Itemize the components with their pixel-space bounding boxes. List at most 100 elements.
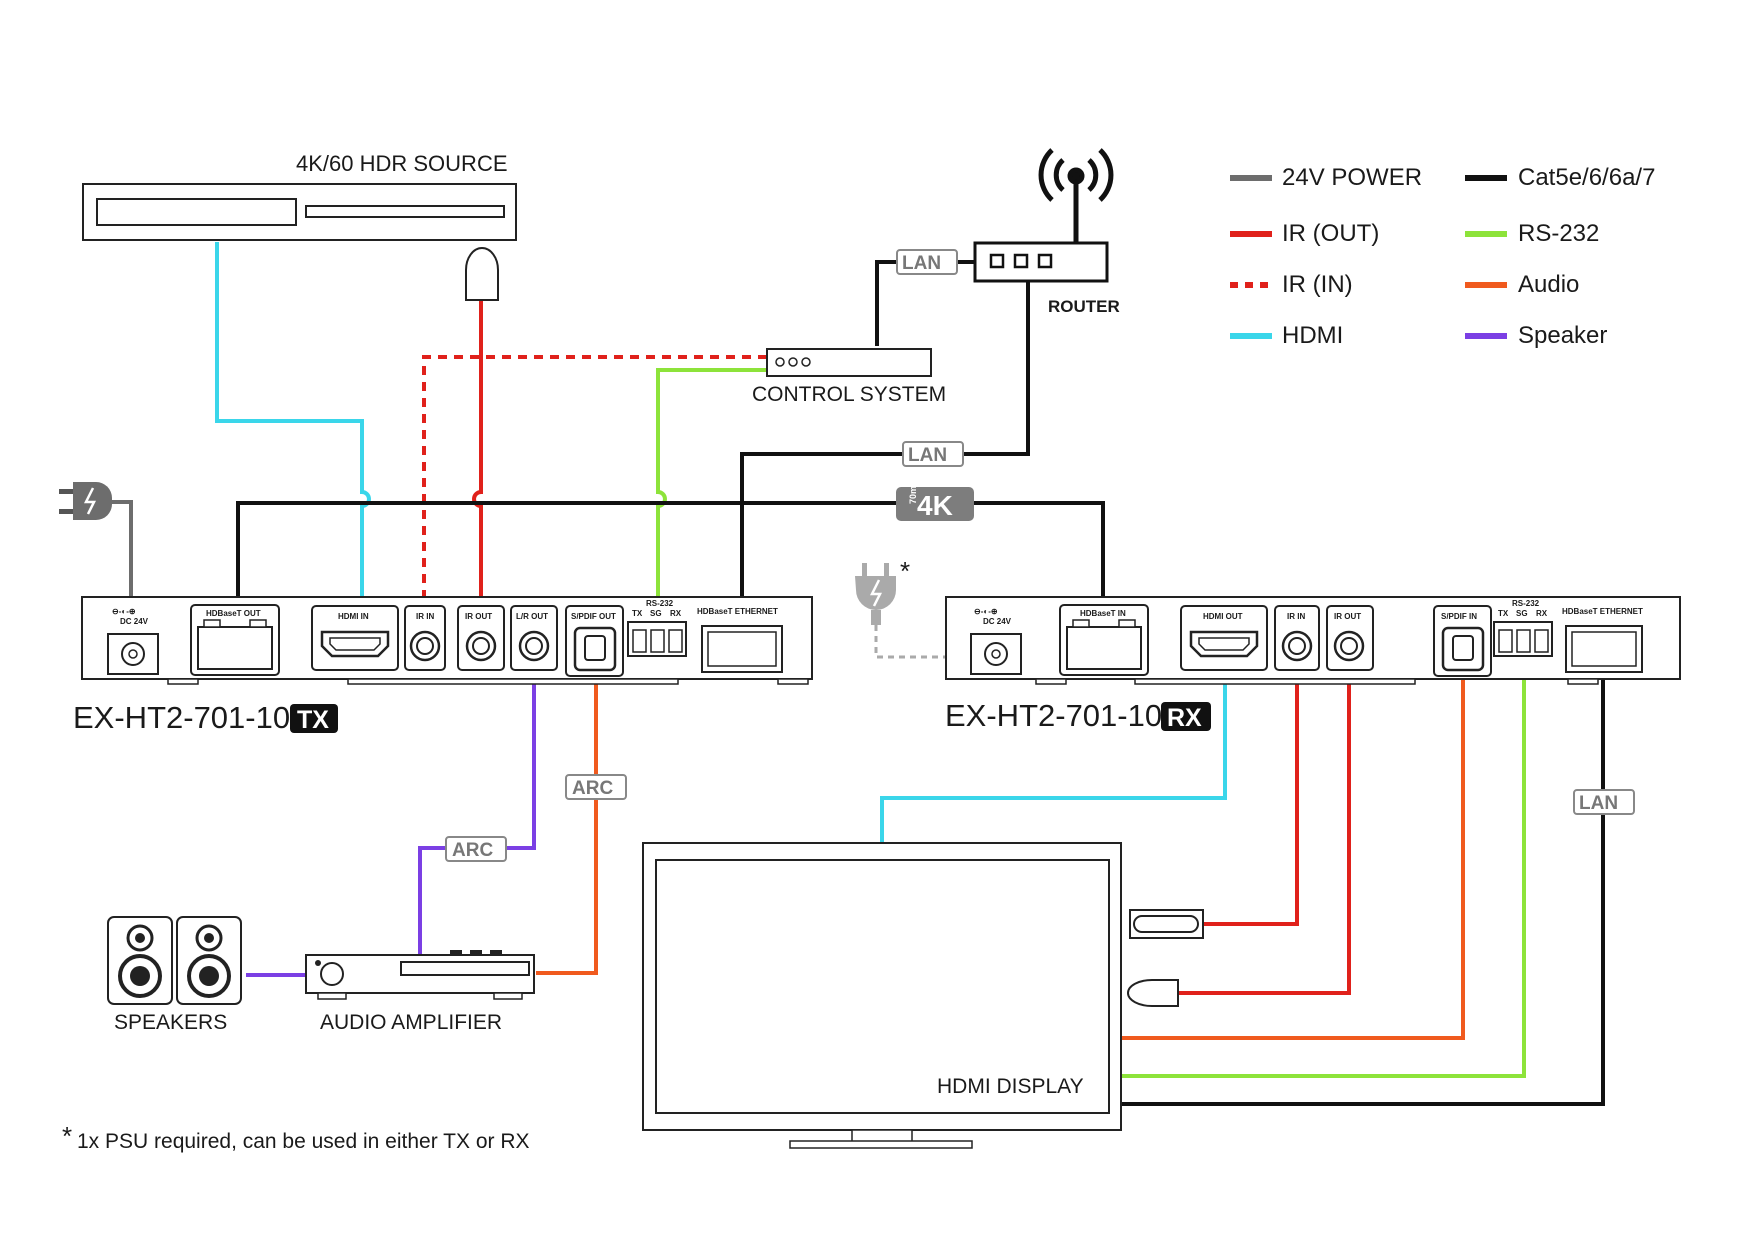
speakers: SPEAKERS — [107, 916, 242, 1034]
legend-label: HDMI — [1282, 322, 1343, 349]
rx-dc-port: DC 24V ⊖-◐-⊕ — [970, 607, 1022, 675]
svg-text:RS-232: RS-232 — [646, 599, 674, 608]
svg-text:RX: RX — [670, 609, 682, 618]
lan-tag-rx: LAN — [1573, 789, 1635, 815]
control-system: CONTROL SYSTEM — [752, 348, 946, 406]
lan-tag-text: LAN — [1579, 793, 1618, 814]
svg-text:HDBaseT ETHERNET: HDBaseT ETHERNET — [1562, 607, 1643, 616]
rx-hdmi-out-port: HDMI OUT — [1180, 605, 1268, 671]
tx-hdbaset-out-port: HDBaseT OUT — [190, 604, 280, 676]
svg-text:TX: TX — [632, 609, 643, 618]
legend-item-ir-in: IR (IN) — [1230, 271, 1353, 298]
legend-label: Cat5e/6/6a/7 — [1518, 164, 1655, 191]
rx-badge: RX — [1167, 704, 1202, 732]
hdbaset-cable — [236, 501, 1105, 645]
amplifier-label: AUDIO AMPLIFIER — [320, 1011, 502, 1034]
legend-item-power: 24V POWER — [1230, 164, 1422, 191]
audio-amplifier: AUDIO AMPLIFIER — [305, 950, 535, 1034]
legend-label: Speaker — [1518, 322, 1607, 349]
tx-model-label: EX-HT2-701-10 — [73, 700, 290, 735]
badge-4k-text: 4K — [917, 490, 953, 521]
legend-label: Audio — [1518, 271, 1579, 298]
legend-label: RS-232 — [1518, 220, 1599, 247]
optional-psu-plug-icon: * — [855, 556, 910, 625]
rx-unit: DC 24V ⊖-◐-⊕ HDBaseT IN HDMI OUT IR IN — [945, 596, 1681, 733]
audio-cable-rx — [1121, 660, 1465, 1040]
arc-tag-speaker: ARC — [445, 836, 507, 862]
legend-label: 24V POWER — [1282, 164, 1422, 191]
tx-rs232-port: RS-232 TX SG RX — [627, 599, 687, 657]
svg-text:S/PDIF OUT: S/PDIF OUT — [571, 612, 616, 621]
speaker-icon — [107, 916, 173, 1005]
legend-item-speaker: Speaker — [1465, 322, 1607, 349]
power-plug-icon — [59, 482, 112, 520]
ir-in-cable-tx — [422, 355, 767, 606]
rx-rs232-port: RS-232 TX SG RX — [1493, 599, 1553, 657]
rx-hdbaset-in-port: HDBaseT IN — [1059, 604, 1149, 676]
speakers-label: SPEAKERS — [114, 1011, 227, 1034]
cable-tags: LAN LAN 70m 4K ARC ARC LAN — [445, 249, 1635, 862]
source-label: 4K/60 HDR SOURCE — [296, 151, 508, 176]
footnote-asterisk: * — [62, 1121, 72, 1151]
svg-text:⊖-◐-⊕: ⊖-◐-⊕ — [112, 607, 136, 616]
svg-text:IR OUT: IR OUT — [465, 612, 492, 621]
lan-tag-router: LAN — [896, 249, 958, 275]
tx-dc-port: DC 24V ⊖-◐-⊕ — [107, 607, 159, 675]
lan-tag-tx: LAN — [902, 441, 964, 467]
svg-text:S/PDIF IN: S/PDIF IN — [1441, 612, 1477, 621]
tx-ir-out-port: IR OUT — [457, 605, 505, 671]
rx-spdif-in-port: S/PDIF IN — [1433, 605, 1492, 677]
router: ROUTER — [973, 148, 1120, 316]
svg-text:DC 24V: DC 24V — [983, 617, 1012, 626]
speaker-icon — [176, 916, 242, 1005]
wifi-icon — [1038, 148, 1114, 244]
svg-text:IR IN: IR IN — [416, 612, 434, 621]
svg-text:TX: TX — [1498, 609, 1509, 618]
rx-ir-out-port: IR OUT — [1326, 605, 1374, 671]
svg-text:HDBaseT IN: HDBaseT IN — [1080, 609, 1126, 618]
ir-emitter-icon — [465, 247, 499, 301]
hdmi-cable-source — [215, 242, 371, 610]
svg-text:SG: SG — [650, 609, 662, 618]
svg-text:HDMI OUT: HDMI OUT — [1203, 612, 1243, 621]
footnote: * 1x PSU required, can be used in either… — [62, 1121, 530, 1153]
legend-item-cat: Cat5e/6/6a/7 — [1465, 164, 1655, 191]
hdmi-display: HDMI DISPLAY — [642, 842, 1204, 1149]
tx-spdif-out-port: S/PDIF OUT — [565, 605, 624, 677]
arc-tag-audio: ARC — [565, 774, 627, 800]
ir-out-cable-rx — [1178, 660, 1351, 995]
legend-label: IR (OUT) — [1282, 220, 1379, 247]
legend-item-rs232: RS-232 — [1465, 220, 1599, 247]
svg-text:⊖-◐-⊕: ⊖-◐-⊕ — [974, 607, 998, 616]
tx-lr-out-port: L/R OUT — [510, 605, 558, 671]
hdr-source: 4K/60 HDR SOURCE — [82, 151, 517, 241]
svg-text:IR OUT: IR OUT — [1334, 612, 1361, 621]
router-label: ROUTER — [1048, 297, 1120, 316]
tx-ir-in-port: IR IN — [404, 605, 446, 671]
lan-cable-router — [740, 280, 1030, 640]
ir-receiver-icon — [1129, 909, 1204, 939]
arc-tag-text: ARC — [452, 840, 493, 861]
tx-badge: TX — [297, 706, 329, 734]
ir-out-cable-tx — [472, 298, 483, 646]
audio-cable-arc — [536, 670, 598, 975]
rs232-cable-rx — [1121, 660, 1526, 1078]
svg-text:RS-232: RS-232 — [1512, 599, 1540, 608]
svg-text:DC 24V: DC 24V — [120, 617, 149, 626]
legend-item-ir-out: IR (OUT) — [1230, 220, 1379, 247]
arc-tag-text: ARC — [572, 778, 613, 799]
tx-hdmi-in-port: HDMI IN — [311, 605, 399, 671]
ir-emitter-icon — [1127, 979, 1179, 1007]
badge-70m-text: 70m — [908, 486, 918, 504]
hdmi-cable-display — [880, 670, 1227, 843]
tx-ethernet-port: HDBaseT ETHERNET — [697, 607, 783, 673]
legend-item-hdmi: HDMI — [1230, 322, 1343, 349]
speaker-cable-lr — [418, 658, 536, 955]
tx-unit: DC 24V ⊖-◐-⊕ HDBaseT OUT HDMI IN IR IN — [73, 596, 813, 735]
svg-text:RX: RX — [1536, 609, 1548, 618]
lan-tag-text: LAN — [908, 445, 947, 466]
svg-text:SG: SG — [1516, 609, 1528, 618]
rs232-cable-tx — [656, 368, 767, 606]
svg-text:HDBaseT OUT: HDBaseT OUT — [206, 609, 261, 618]
